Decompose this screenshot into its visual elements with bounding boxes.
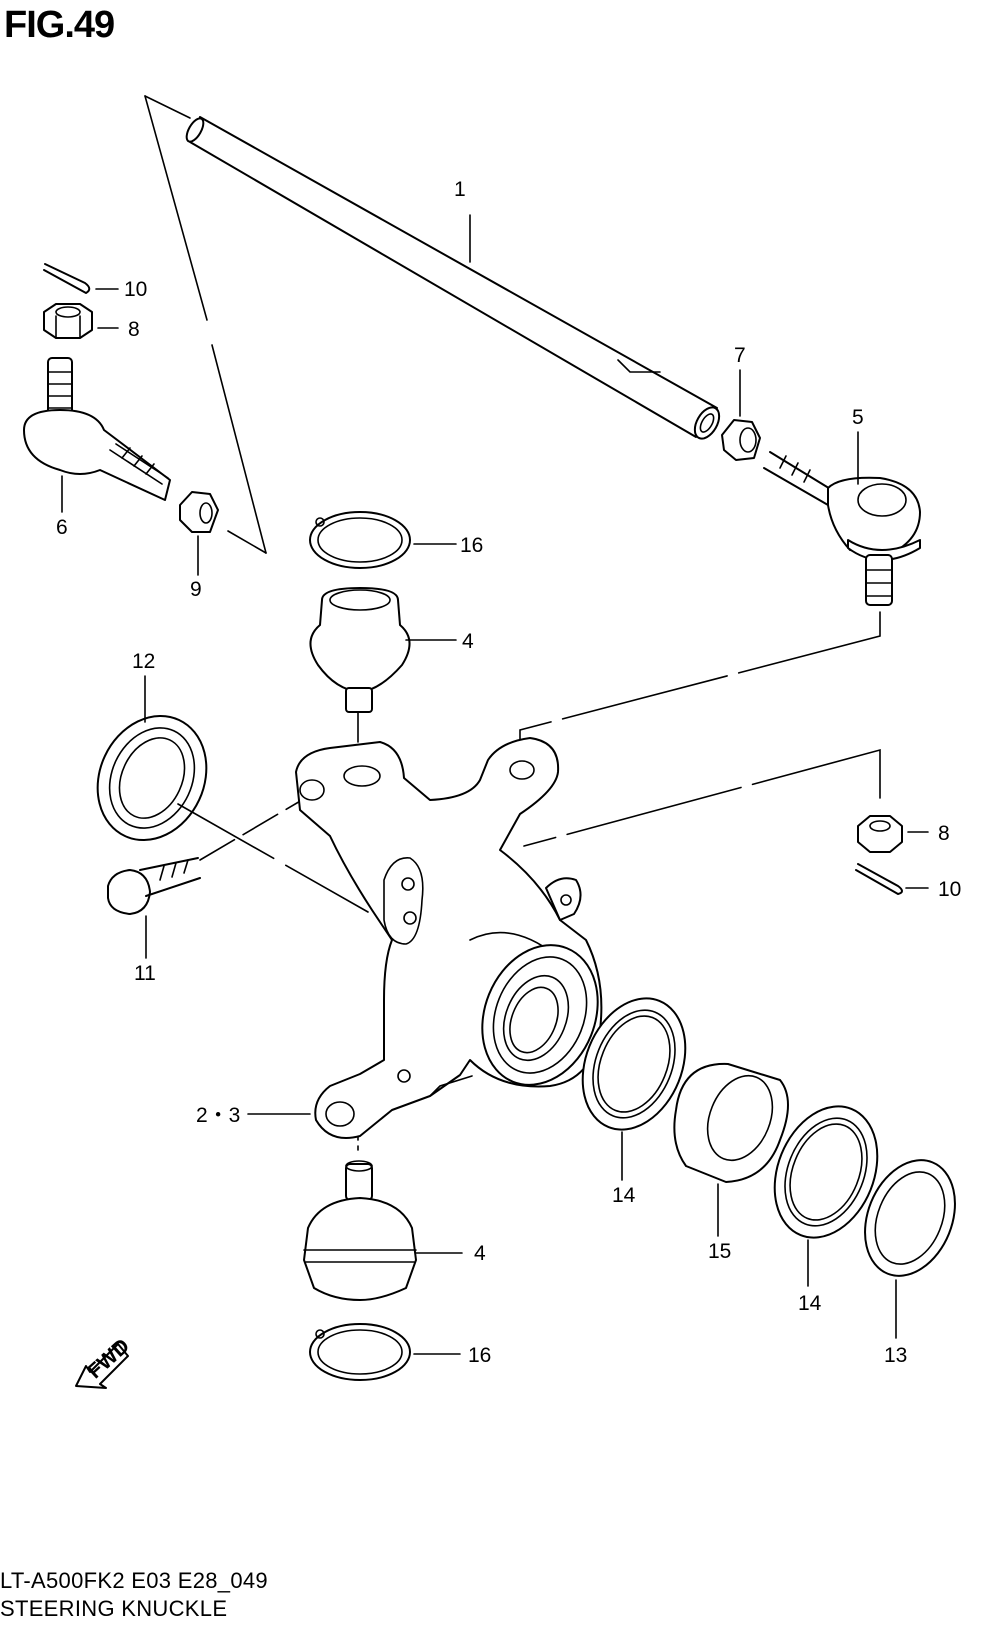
part-circlip-upper	[309, 511, 457, 569]
part-bolt	[107, 857, 201, 959]
part-castle-nut-right	[857, 815, 929, 853]
callout-15: 15	[708, 1240, 731, 1263]
callout-8-upper: 8	[128, 318, 140, 341]
callout-6: 6	[56, 516, 68, 539]
part-cotter-pin-upper	[43, 263, 119, 294]
figure-title: FIG.49	[4, 4, 115, 46]
part-lock-nut	[721, 369, 761, 461]
part-jam-nut	[179, 491, 219, 576]
callout-10-upper: 10	[124, 278, 147, 301]
part-castle-nut-upper	[43, 303, 119, 339]
part-tie-rod	[185, 116, 721, 440]
part-tie-rod-end-right	[763, 431, 921, 606]
diagram-code: LT-A500FK2 E03 E28_049	[0, 1568, 268, 1593]
diagram-caption: STEERING KNUCKLE	[0, 1596, 228, 1621]
callout-5: 5	[852, 406, 864, 429]
callout-16-upper: 16	[460, 534, 483, 557]
part-dust-seal	[864, 1159, 956, 1339]
callout-13: 13	[884, 1344, 907, 1367]
callout-8-right: 8	[938, 822, 950, 845]
part-circlip-lower	[309, 1323, 461, 1381]
part-bearing-first	[581, 997, 687, 1181]
callout-2-3: 2・3	[196, 1104, 240, 1127]
part-spacer	[673, 1062, 789, 1237]
callout-12: 12	[132, 650, 155, 673]
callout-16-lower: 16	[468, 1344, 491, 1367]
part-ball-joint-lower	[303, 1160, 463, 1301]
part-tie-rod-end-left	[23, 357, 171, 513]
callout-labels: 1 10 8 7 5 6 16 9 4 12 8 10 11 2・3 14 15…	[56, 178, 961, 1367]
callout-10-right: 10	[938, 878, 961, 901]
callout-1: 1	[454, 178, 466, 201]
callout-7: 7	[734, 344, 746, 367]
part-ball-joint-upper	[309, 587, 457, 713]
callout-11: 11	[134, 962, 156, 985]
callout-4-lower: 4	[474, 1242, 486, 1265]
part-bearing-second	[773, 1105, 879, 1287]
callout-14-second: 14	[798, 1292, 822, 1315]
callout-4-upper: 4	[462, 630, 474, 653]
callout-14-first: 14	[612, 1184, 636, 1207]
part-steering-knuckle	[247, 737, 603, 1139]
guide-lines-upper	[144, 95, 267, 554]
callout-9: 9	[190, 578, 202, 601]
part-oil-seal	[96, 675, 208, 842]
forward-arrow-icon: FWD	[75, 1334, 134, 1389]
part-cotter-pin-right	[855, 863, 929, 895]
